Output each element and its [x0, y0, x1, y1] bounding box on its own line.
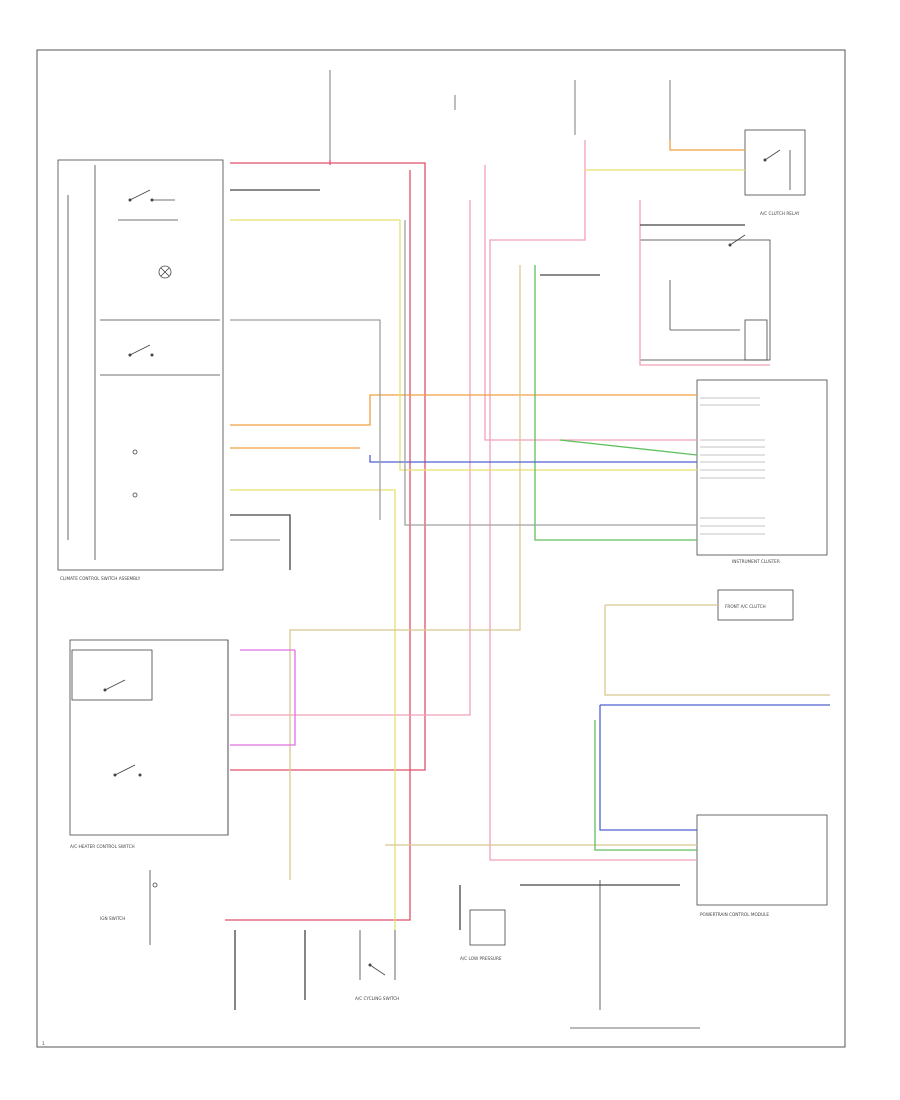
- pcm-label: POWERTRAIN CONTROL MODULE: [700, 912, 769, 917]
- front-ac-clutch-label: FRONT A/C CLUTCH: [725, 604, 766, 609]
- page-number: 1: [42, 1041, 45, 1046]
- powertrain-control-module: POWERTRAIN CONTROL MODULE: [696, 814, 828, 917]
- instrument-cluster: INSTRUMENT CLUSTER: [696, 379, 828, 564]
- switch-icon: [118, 189, 178, 221]
- wires: [225, 140, 830, 1010]
- climate-control-label: CLIMATE CONTROL SWITCH ASSEMBLY: [60, 576, 141, 581]
- ignition-switch-label: IGN SWITCH: [100, 916, 125, 921]
- instrument-cluster-label: INSTRUMENT CLUSTER: [732, 559, 780, 564]
- connector-icon: [152, 882, 158, 888]
- lower-right-modules: [570, 880, 700, 1029]
- switch-icon: [100, 319, 220, 376]
- climate-control-assembly: CLIMATE CONTROL SWITCH ASSEMBLY: [57, 159, 224, 581]
- climate-control-box: [57, 159, 224, 571]
- connector-icon: [132, 449, 138, 498]
- switch-icon: [113, 764, 142, 777]
- diagram-frame: [36, 49, 846, 1048]
- front-ac-clutch: FRONT A/C CLUTCH: [717, 589, 794, 621]
- ac-cycling-switch: A/C CYCLING SWITCH: [355, 930, 399, 1001]
- ac-low-pressure: A/C LOW PRESSURE: [460, 909, 506, 961]
- ignition-switch: IGN SWITCH: [100, 870, 158, 945]
- ac-heater-control-switch: A/C-HEATER CONTROL SWITCH: [69, 639, 229, 849]
- rear-defrost-relay: [639, 234, 771, 361]
- ac-cycling-switch-label: A/C CYCLING SWITCH: [355, 996, 399, 1001]
- instrument-cluster-box: [696, 379, 828, 556]
- ac-clutch-relay: A/C CLUTCH RELAY: [744, 129, 806, 216]
- ac-heater-switch-label: A/C-HEATER CONTROL SWITCH: [70, 844, 135, 849]
- switch-icon: [359, 930, 396, 980]
- lamp-icon: [158, 265, 172, 279]
- relay-icon: [728, 234, 768, 361]
- relay-icon: [763, 149, 791, 190]
- ac-clutch-relay-label: A/C CLUTCH RELAY: [760, 211, 800, 216]
- switch-icon: [71, 649, 153, 701]
- ac-low-pressure-label: A/C LOW PRESSURE: [460, 956, 502, 961]
- cluster-pin-lines: [700, 397, 765, 535]
- fuse-block-labels: [329, 70, 671, 160]
